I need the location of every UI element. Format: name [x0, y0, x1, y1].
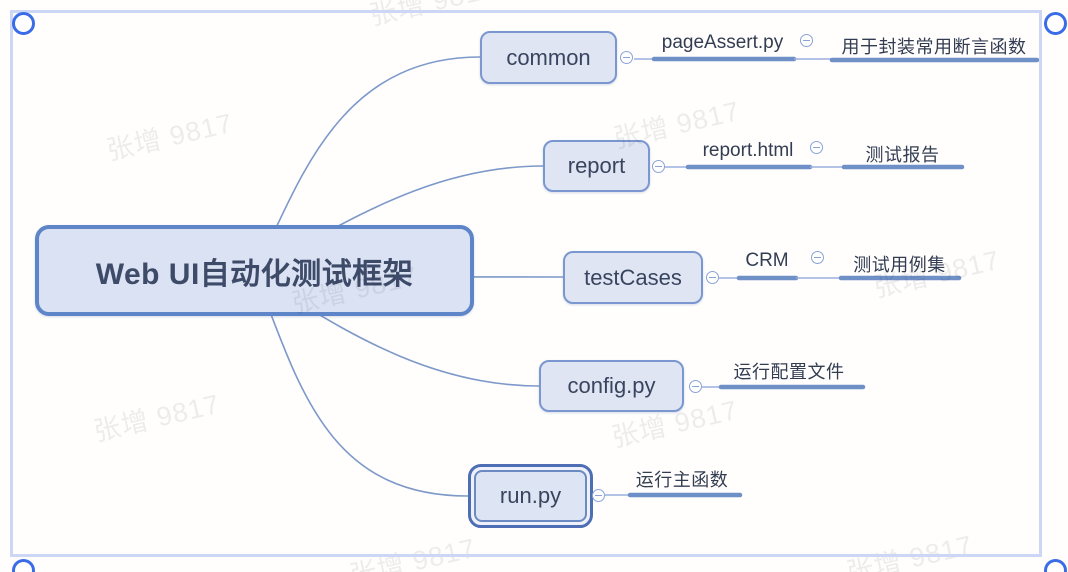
minus-glyph: [692, 385, 699, 388]
collapse-minus-icon[interactable]: [620, 51, 633, 64]
subtopic-report-desc[interactable]: 测试报告: [865, 145, 940, 165]
topic-label: common: [506, 44, 591, 70]
collapse-minus-icon[interactable]: [706, 271, 719, 284]
minus-glyph: [709, 276, 716, 279]
topic-label: run.py: [499, 483, 562, 508]
topic-run-selected[interactable]: run.py: [468, 464, 593, 528]
minus-glyph: [655, 165, 662, 168]
subtopic-assert-desc[interactable]: 用于封装常用断言函数: [841, 37, 1027, 57]
minus-glyph: [595, 494, 602, 497]
subtopic-config-desc[interactable]: 运行配置文件: [733, 362, 845, 382]
minus-glyph: [803, 39, 810, 42]
subtopic-run-desc[interactable]: 运行主函数: [635, 470, 729, 490]
branch-curve-run: [257, 279, 469, 497]
subtopic-case-desc[interactable]: 测试用例集: [853, 255, 946, 275]
collapse-minus-icon[interactable]: [592, 489, 605, 502]
topic-run-inner: run.py: [474, 470, 587, 522]
minus-glyph: [813, 146, 820, 149]
collapse-minus-icon[interactable]: [652, 160, 665, 173]
topic-label: testCases: [584, 264, 682, 290]
topic-label: report: [567, 153, 626, 178]
topic-label: config.py: [567, 373, 656, 398]
topic-common[interactable]: common: [480, 31, 617, 84]
root-topic[interactable]: Web UI自动化测试框架: [35, 225, 474, 316]
topic-testcases[interactable]: testCases: [563, 251, 703, 304]
subtopic-crm[interactable]: CRM: [745, 250, 789, 271]
collapse-minus-icon[interactable]: [810, 141, 823, 154]
collapse-minus-icon[interactable]: [800, 34, 813, 47]
collapse-minus-icon[interactable]: [811, 251, 824, 264]
minus-glyph: [814, 256, 821, 259]
collapse-minus-icon[interactable]: [689, 380, 702, 393]
subtopic-pageassert[interactable]: pageAssert.py: [661, 32, 784, 53]
topic-report[interactable]: report: [543, 140, 650, 192]
root-topic-label: Web UI自动化测试框架: [95, 257, 414, 291]
subtopic-reporthtml[interactable]: report.html: [702, 140, 794, 161]
topic-config[interactable]: config.py: [539, 360, 684, 412]
minus-glyph: [623, 56, 630, 59]
